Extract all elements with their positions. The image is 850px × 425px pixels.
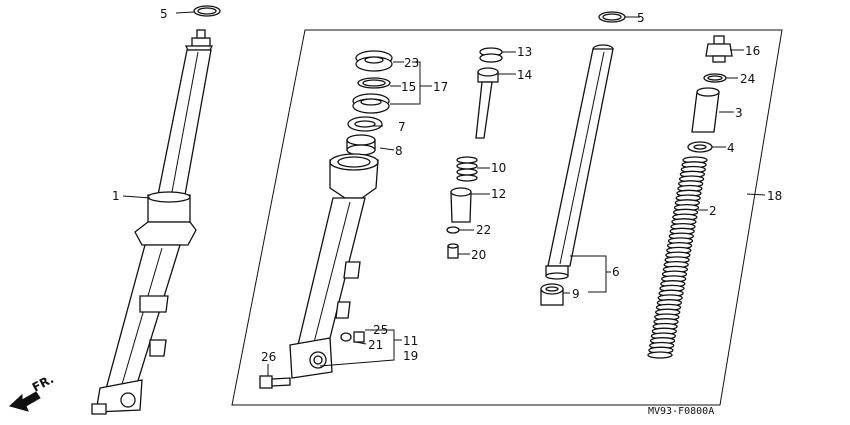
rebound-spring <box>456 156 478 182</box>
callout-5-right: 5 <box>637 11 645 25</box>
callout-labels: 5 1 5 23 15 17 7 8 13 14 10 12 22 20 6 9… <box>112 7 782 417</box>
callout-3: 3 <box>735 106 743 120</box>
callout-15: 15 <box>401 80 416 94</box>
assembled-fork-leg <box>91 29 214 415</box>
piston-ring <box>479 47 503 63</box>
fork-spring <box>647 156 708 359</box>
drain-bolt <box>340 331 365 343</box>
callout-13: 13 <box>517 45 532 59</box>
callout-20: 20 <box>471 248 486 262</box>
diagram-code: MV93-F0800A <box>648 406 714 417</box>
callout-4: 4 <box>727 141 735 155</box>
callout-8: 8 <box>395 144 403 158</box>
snap-ring-left <box>193 5 221 17</box>
callout-16: 16 <box>745 44 760 58</box>
front-direction-arrow: FR. <box>8 372 56 412</box>
dust-seal <box>355 50 393 72</box>
callout-25: 25 <box>373 323 388 337</box>
callout-19: 19 <box>403 349 418 363</box>
callout-6: 6 <box>612 265 620 279</box>
callout-1: 1 <box>112 189 120 203</box>
callout-23: 23 <box>404 56 419 70</box>
oil-seal <box>352 93 390 114</box>
callout-7: 7 <box>398 120 406 134</box>
fork-slider <box>289 153 379 379</box>
callout-11: 11 <box>403 334 418 348</box>
callout-2: 2 <box>709 204 717 218</box>
stopper-ring <box>357 77 391 89</box>
callout-26: 26 <box>261 350 276 364</box>
fork-tube <box>545 44 614 280</box>
leader-lines <box>122 11 766 376</box>
callout-22: 22 <box>476 223 491 237</box>
callout-12: 12 <box>491 187 506 201</box>
callout-21: 21 <box>368 338 383 352</box>
guide-bushing <box>540 283 564 306</box>
fork-cap-bolt <box>705 35 733 63</box>
callout-5-left: 5 <box>160 7 168 21</box>
group-frame <box>231 29 783 406</box>
callout-10: 10 <box>491 161 506 175</box>
spring-seat <box>687 141 713 153</box>
spring-collar <box>691 87 720 133</box>
fork-piston <box>475 67 499 139</box>
o-ring <box>703 73 727 83</box>
back-up-ring <box>347 116 383 132</box>
callout-14: 14 <box>517 68 532 82</box>
callout-9: 9 <box>572 287 580 301</box>
callout-17: 17 <box>433 80 448 94</box>
callout-18: 18 <box>767 189 782 203</box>
slider-bushing <box>346 134 376 156</box>
socket-bolt <box>259 375 291 389</box>
callout-24: 24 <box>740 72 755 86</box>
spring-coil <box>647 351 673 359</box>
oil-lock-piece <box>450 187 472 223</box>
snap-ring-right <box>598 11 626 23</box>
front-arrow-label: FR. <box>30 372 56 395</box>
damper-bolt <box>447 243 459 259</box>
sealing-washer <box>446 226 460 234</box>
